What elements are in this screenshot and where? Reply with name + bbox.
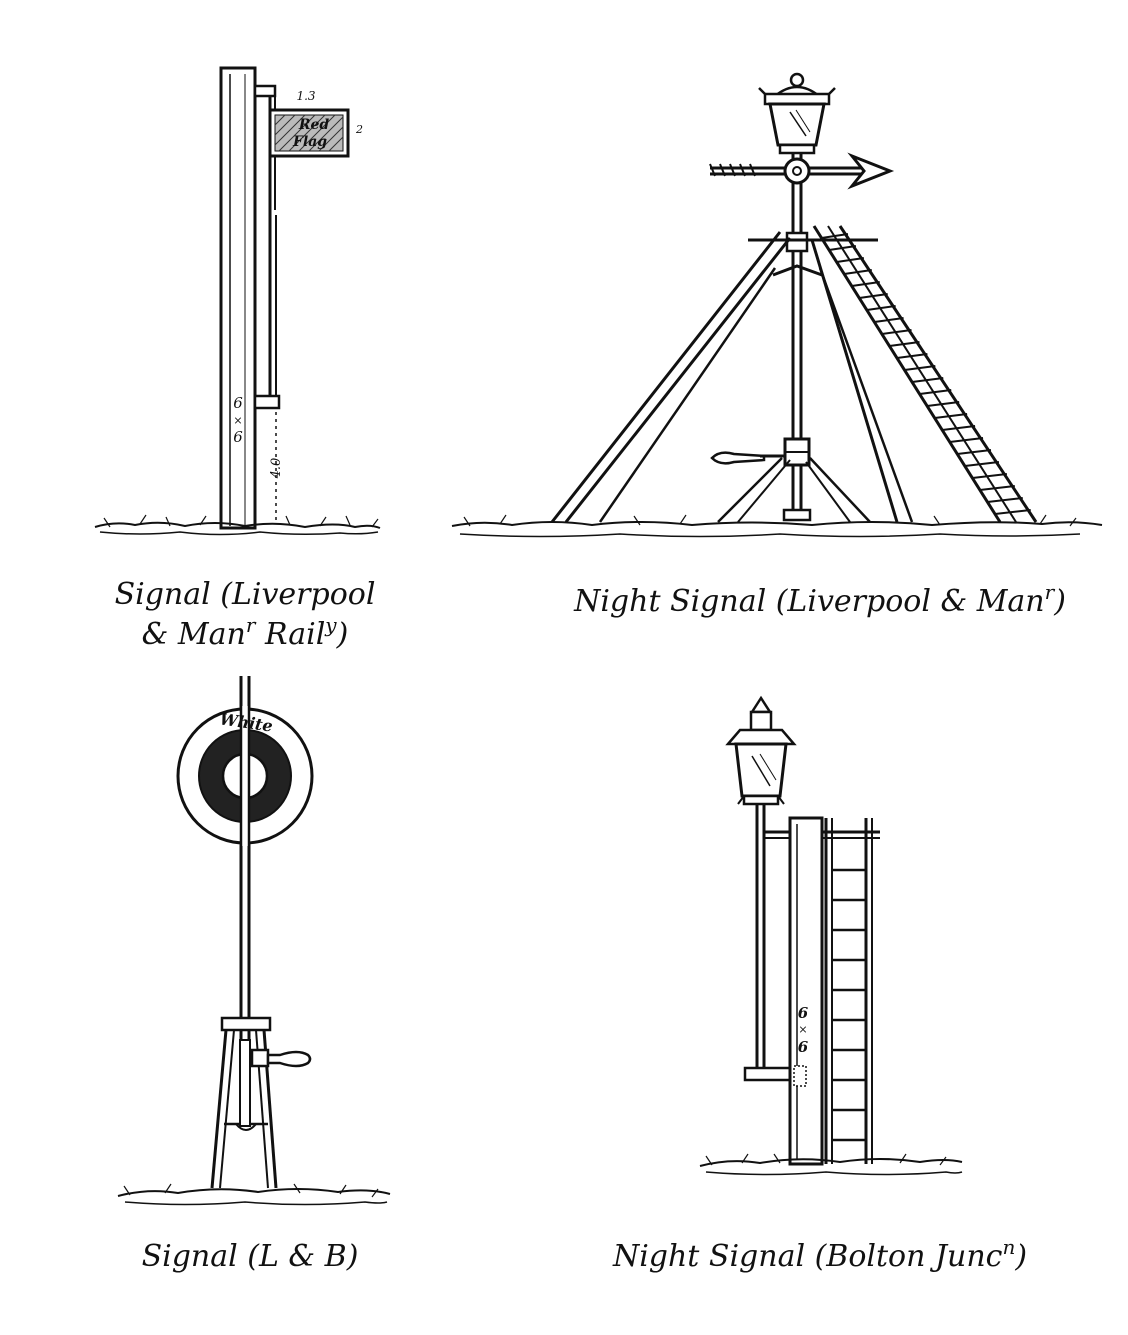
ladder-rung	[919, 389, 952, 395]
figure-night-signal-liverpool-manchester	[451, 72, 1103, 538]
signal-post	[788, 816, 824, 1166]
post-mark-x: ×	[798, 1023, 807, 1036]
crank-handle	[250, 1048, 312, 1068]
ladder-rung	[881, 329, 912, 335]
caption-signal-liverpool-manchester: Signal (Liverpool & Manr Raily)	[80, 575, 410, 655]
ladder-rung	[821, 233, 849, 239]
post-mark-6a: 6	[233, 394, 243, 412]
caption-superscript: n	[1002, 1235, 1016, 1259]
caption-signal-l-and-b: Signal (L & B)	[100, 1237, 400, 1277]
a-frame	[550, 231, 914, 523]
ground	[117, 1188, 391, 1197]
sign-text-red: Red	[298, 117, 330, 133]
ladder-rung	[866, 305, 896, 311]
lamp	[758, 72, 836, 155]
ladder	[812, 225, 1038, 523]
ground	[451, 521, 1103, 527]
figure-signal-l-and-b: White	[117, 676, 391, 1206]
caption-line-2-end: )	[336, 617, 349, 652]
ladder-rung	[859, 293, 888, 299]
caption-superscript: r	[1044, 580, 1055, 604]
ladder-rung	[972, 473, 1007, 479]
caption-text: Night Signal (Bolton Junc	[612, 1239, 1003, 1274]
caption-night-signal-bolton-junction: Night Signal (Bolton Juncn)	[560, 1237, 1080, 1277]
ladder-rung	[994, 509, 1031, 515]
signal-post	[219, 66, 257, 530]
ladder-rung	[934, 413, 968, 419]
white-disc: White	[176, 706, 314, 846]
ladder-rung	[964, 461, 1000, 467]
ladder-rung	[942, 425, 976, 431]
ground	[699, 1158, 963, 1167]
caption-superscript: r	[245, 613, 256, 637]
caption-text: Night Signal (Liverpool & Man	[574, 584, 1045, 619]
post-mark-6b: 6	[233, 428, 243, 446]
caption-line-2-start: & Man	[141, 617, 246, 652]
caption-superscript: y	[325, 613, 337, 637]
ladder-rung	[851, 281, 880, 287]
post-mark-6a: 6	[798, 1004, 809, 1022]
ladder-rung	[896, 353, 928, 359]
post-mark-6b: 6	[798, 1038, 809, 1056]
dimension-mark-width: 1.3	[296, 89, 315, 103]
caption-text: Signal (L & B)	[141, 1239, 359, 1274]
ladder-rung	[979, 485, 1015, 491]
caption-line-1: Signal (Liverpool	[114, 577, 376, 612]
figure-signal-liverpool-manchester: Red Flag 1.3 2 6 × 6 4.0	[94, 66, 381, 536]
dimension-mark-rod-height: 4.0	[269, 458, 284, 480]
caption-night-signal-liverpool-manchester: Night Signal (Liverpool & Manr)	[530, 582, 1110, 622]
wind-vane-arrow	[709, 152, 895, 190]
ladder-rung	[926, 401, 960, 407]
ladder-rung	[844, 269, 872, 275]
post-mark-x: ×	[233, 414, 242, 427]
ladder-rung	[874, 317, 904, 323]
caption-text-end: )	[1054, 584, 1066, 619]
ground	[94, 521, 381, 529]
ladder-rung	[957, 449, 992, 455]
signal-stand	[210, 1016, 278, 1189]
ladder-rung	[911, 377, 944, 383]
caption-text-end: )	[1015, 1239, 1028, 1274]
ladder-rung	[836, 257, 864, 263]
ladder-rung	[889, 341, 920, 347]
dimension-mark-height: 2	[355, 123, 363, 136]
ladder-rung	[904, 365, 936, 371]
ladder-rung	[987, 497, 1023, 503]
ladder-rung	[828, 245, 857, 251]
sign-text-flag: Flag	[292, 134, 327, 150]
ladder-rung	[949, 437, 984, 443]
lamp	[725, 695, 797, 806]
figure-night-signal-bolton-junction: 6 × 6	[699, 695, 963, 1176]
caption-line-2-mid: Rail	[255, 617, 326, 652]
